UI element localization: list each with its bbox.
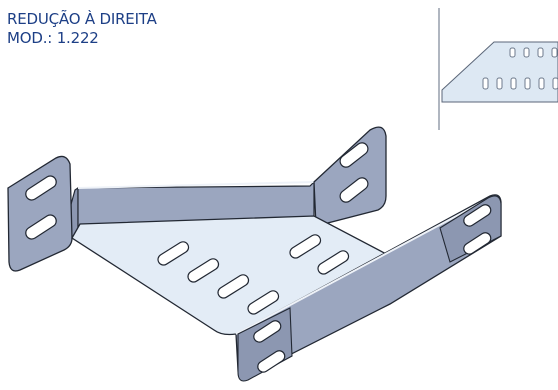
cable-tray-reducer-illustration [7, 126, 502, 382]
detail-thumbnail [438, 8, 558, 130]
right-rear-flange [313, 126, 387, 227]
front-right-flange [439, 195, 502, 263]
product-name: REDUÇÃO À DIREITA [7, 10, 157, 28]
left-flange [7, 155, 73, 272]
front-left-flange [237, 307, 293, 382]
product-caption: REDUÇÃO À DIREITA MOD.: 1.222 [7, 10, 157, 48]
tray-floor [71, 215, 392, 336]
model-number: MOD.: 1.222 [7, 29, 99, 47]
